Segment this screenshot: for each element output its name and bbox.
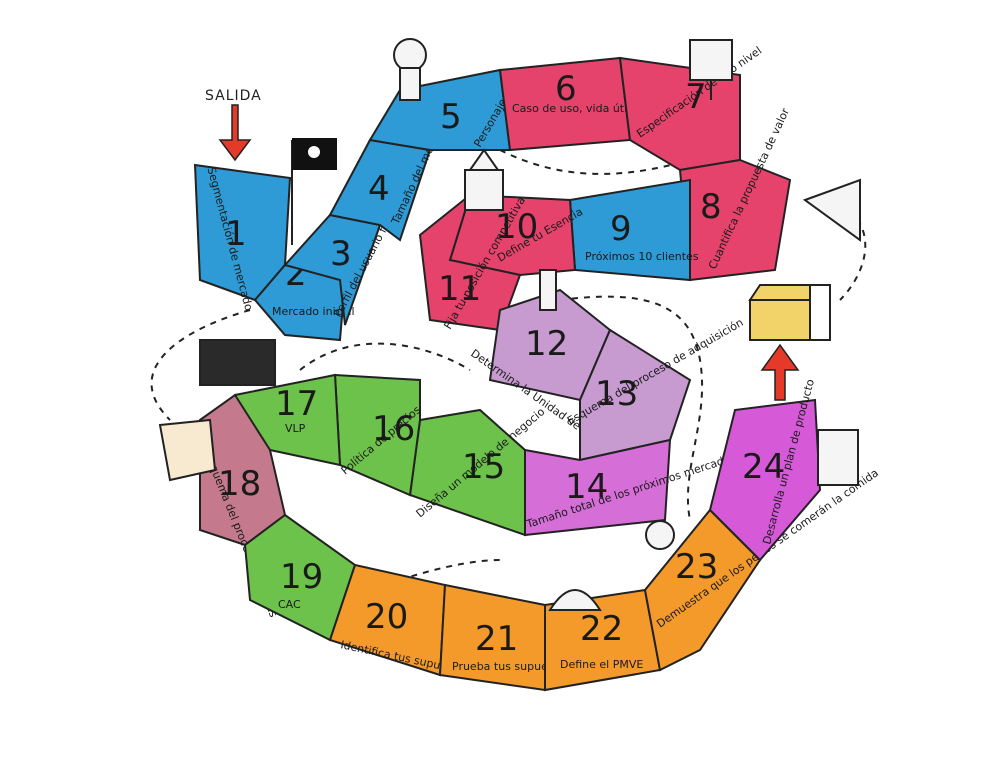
robot-icon [689,39,733,100]
tile-number: 1 [225,214,247,254]
tile-label: VLP [285,422,306,435]
tile-label: Define el PMVE [560,658,643,671]
tile-label: Mercado inicial [272,305,355,318]
traffic-light-icon [539,269,557,311]
finish-arrow-icon [760,343,800,401]
tile-number: 19 [280,557,323,597]
tile-number: 10 [495,207,538,247]
tile-number: 4 [368,169,390,209]
igloo-icon [548,589,602,611]
castle-icon [464,148,504,211]
tile-number: 20 [365,597,408,637]
tile: 8 Cuantifica la propuesta de valor [678,106,792,282]
tile-number: 15 [462,447,505,487]
tile-number: 14 [565,467,608,507]
tile: 9 Próximos 10 clientes [568,178,699,282]
megaphone-icon [802,178,861,242]
tile-number: 12 [525,324,568,364]
tile-label: Próximos 10 clientes [585,250,699,263]
tile-number: 13 [595,374,638,414]
tile-number: 9 [610,209,632,249]
tile-number: 17 [275,384,318,424]
tile-number: 21 [475,619,518,659]
map-icon [158,418,217,482]
tile-number: 23 [675,547,718,587]
tile-label: CAC [278,598,301,611]
chalkboard-icon [199,339,276,386]
character-icon [393,38,427,101]
tile-number: 22 [580,609,623,649]
tile-number: 11 [438,269,481,309]
tile-number: 16 [372,409,415,449]
tile: 10 Define tu Esencia [448,193,585,277]
start-arrow-icon [218,104,252,162]
tile: 16 Política de precios [333,373,423,497]
tile-number: 24 [742,447,785,487]
tile: 2 Mercado inicial [253,254,355,342]
treasure-chest-icon [748,284,831,341]
document-icon [817,429,859,486]
tile-number: 6 [555,69,577,109]
tile-number: 3 [330,234,352,274]
start-label: SALIDA [205,88,262,104]
tile-number: 8 [700,187,722,227]
tile-number: 5 [440,97,462,137]
tile-number: 18 [218,464,261,504]
tile-number: 7 [685,77,707,117]
dog-icon [645,520,675,550]
tile: 15 Diseña un modelo de negocio [408,405,548,537]
tile: 5 Personaje [368,68,512,151]
pirate-flag-icon [291,138,337,245]
